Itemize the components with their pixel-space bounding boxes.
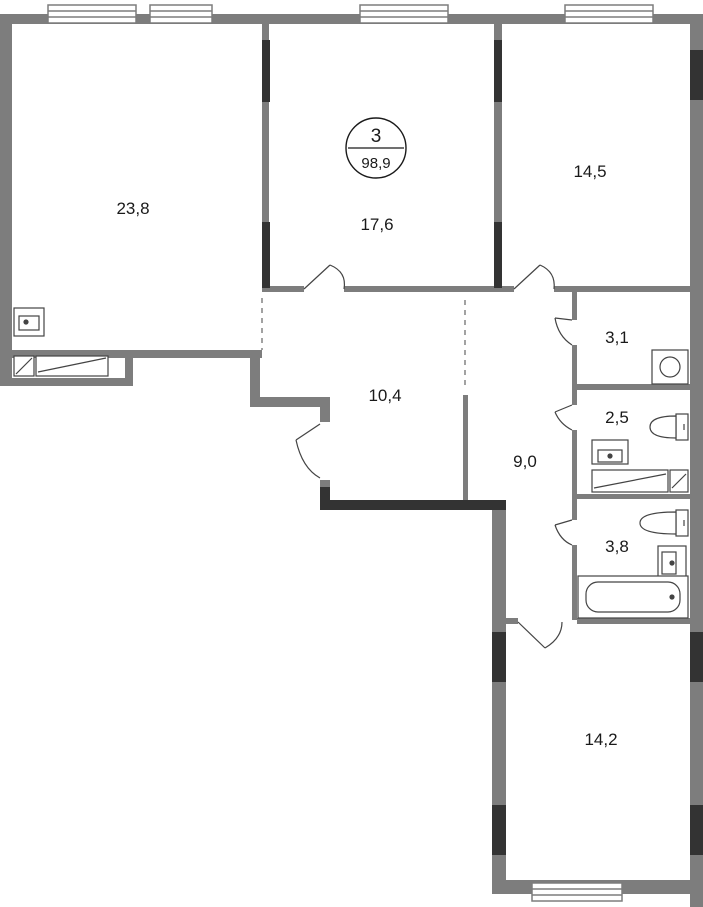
fixtures [13, 307, 689, 619]
door-bedroom-17 [303, 264, 346, 290]
kitchen-sink-icon [13, 307, 45, 337]
area-badge: 3 98,9 [345, 117, 407, 179]
room-area-bedroom-14-2: 14,2 [584, 730, 617, 749]
room-area-corridor: 9,0 [513, 452, 537, 471]
counter-icon-wc [591, 469, 689, 493]
room-area-hall: 10,4 [368, 386, 401, 405]
window-living-2 [149, 4, 213, 24]
room-area-living: 23,8 [116, 199, 149, 218]
door-bedroom-14-2 [517, 621, 563, 649]
room-labels: 23,8 17,6 14,5 10,4 9,0 3,1 2,5 3,8 14,2 [116, 162, 628, 749]
room-area-bedroom-17: 17,6 [360, 215, 393, 234]
badge-total-area: 98,9 [361, 155, 390, 172]
room-area-bedroom-14-5: 14,5 [573, 162, 606, 181]
badge-rooms: 3 [371, 126, 382, 147]
window-living-1 [47, 4, 137, 24]
window-bedroom-14-5 [564, 4, 654, 24]
door-bath [554, 519, 573, 546]
dark-walls [262, 40, 703, 855]
toilet-icon-wc [649, 413, 689, 441]
washbasin-icon-bath [657, 545, 687, 579]
room-area-bath: 3,8 [605, 537, 629, 556]
door-bedroom-14-5 [513, 264, 555, 290]
window-bedroom-17 [359, 4, 449, 24]
door-hall [295, 423, 321, 479]
toilet-icon-bath [639, 509, 689, 537]
openings [261, 298, 466, 390]
door-utility [554, 317, 573, 346]
kitchen-counter-icon [13, 355, 109, 377]
window-bedroom-14-2 [531, 882, 623, 902]
door-wc [554, 404, 573, 431]
washing-machine-icon [651, 349, 689, 385]
interior-walls [12, 24, 690, 624]
doors [295, 264, 573, 649]
washbasin-icon-wc [591, 439, 629, 465]
room-area-wc: 2,5 [605, 408, 629, 427]
windows [47, 4, 654, 902]
bathtub-icon [577, 575, 689, 619]
room-area-utility: 3,1 [605, 328, 629, 347]
